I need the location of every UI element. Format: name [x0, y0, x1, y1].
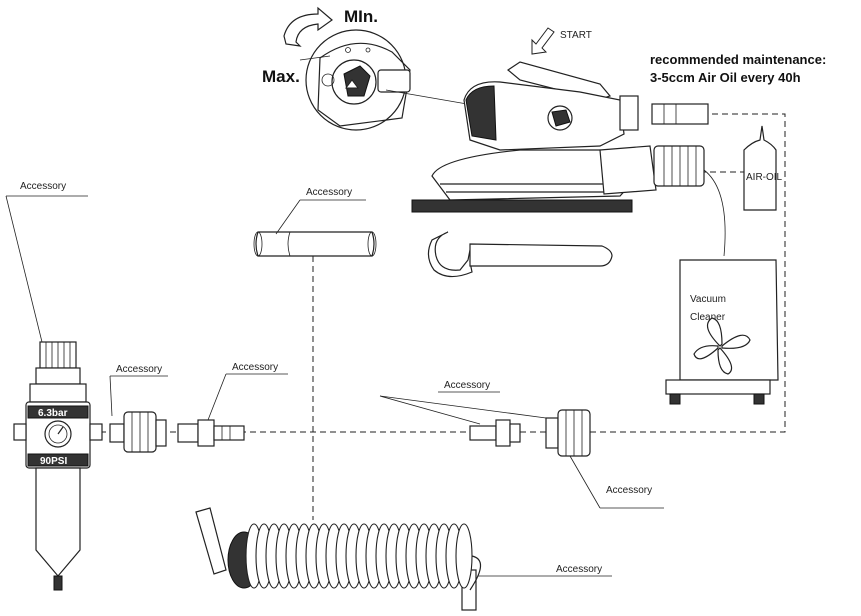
- pressure-psi-label: 90PSI: [40, 456, 67, 467]
- wrench-icon: [427, 231, 613, 278]
- start-label: START: [560, 30, 592, 41]
- vacuum-label-line-2: Cleaner: [690, 312, 726, 323]
- hose-plug-middle: [469, 419, 521, 447]
- accessory-label-plug-middle: Accessory: [444, 380, 490, 391]
- filter-regulator: 6.3bar 90PSI: [13, 341, 103, 591]
- speed-dial-detail: MIn. Max.: [262, 6, 549, 131]
- dial-min-label: MIn.: [344, 7, 378, 26]
- fan-icon: [693, 317, 751, 375]
- maintenance-line-1: recommended maintenance:: [650, 52, 826, 67]
- coiled-hose: [195, 507, 482, 611]
- accessory-label-coupler-left: Accessory: [116, 364, 162, 375]
- accessory-label-regulator: Accessory: [20, 181, 66, 192]
- hose-coil-loop: [455, 523, 473, 589]
- orbital-sander: START: [411, 27, 709, 213]
- rotate-arrow-icon: [283, 6, 333, 47]
- vacuum-label-line-1: Vacuum: [690, 294, 726, 305]
- air-oil-label: AIR-OIL: [746, 172, 783, 183]
- maintenance-line-2: 3-5ccm Air Oil every 40h: [650, 70, 801, 85]
- accessory-label-coil-hose: Accessory: [556, 564, 602, 575]
- accessory-label-coupler-right: Accessory: [606, 485, 652, 496]
- air-oil-bottle: AIR-OIL: [703, 125, 783, 257]
- vacuum-cleaner: Vacuum Cleaner: [665, 259, 779, 405]
- hose-coil-tail: [469, 555, 482, 591]
- pressure-bar-label: 6.3bar: [38, 408, 68, 419]
- hose-plug-left: [177, 419, 245, 447]
- quick-coupler-right: [545, 409, 591, 457]
- accessory-callouts: Accessory Accessory Accessory Accessory …: [5, 181, 664, 577]
- accessory-label-hose: Accessory: [306, 187, 352, 198]
- accessory-label-plug-left: Accessory: [232, 362, 278, 373]
- start-arrow-icon: [531, 27, 555, 55]
- straight-hose: [253, 231, 377, 257]
- quick-coupler-left: [109, 411, 167, 453]
- dial-max-label: Max.: [262, 67, 300, 86]
